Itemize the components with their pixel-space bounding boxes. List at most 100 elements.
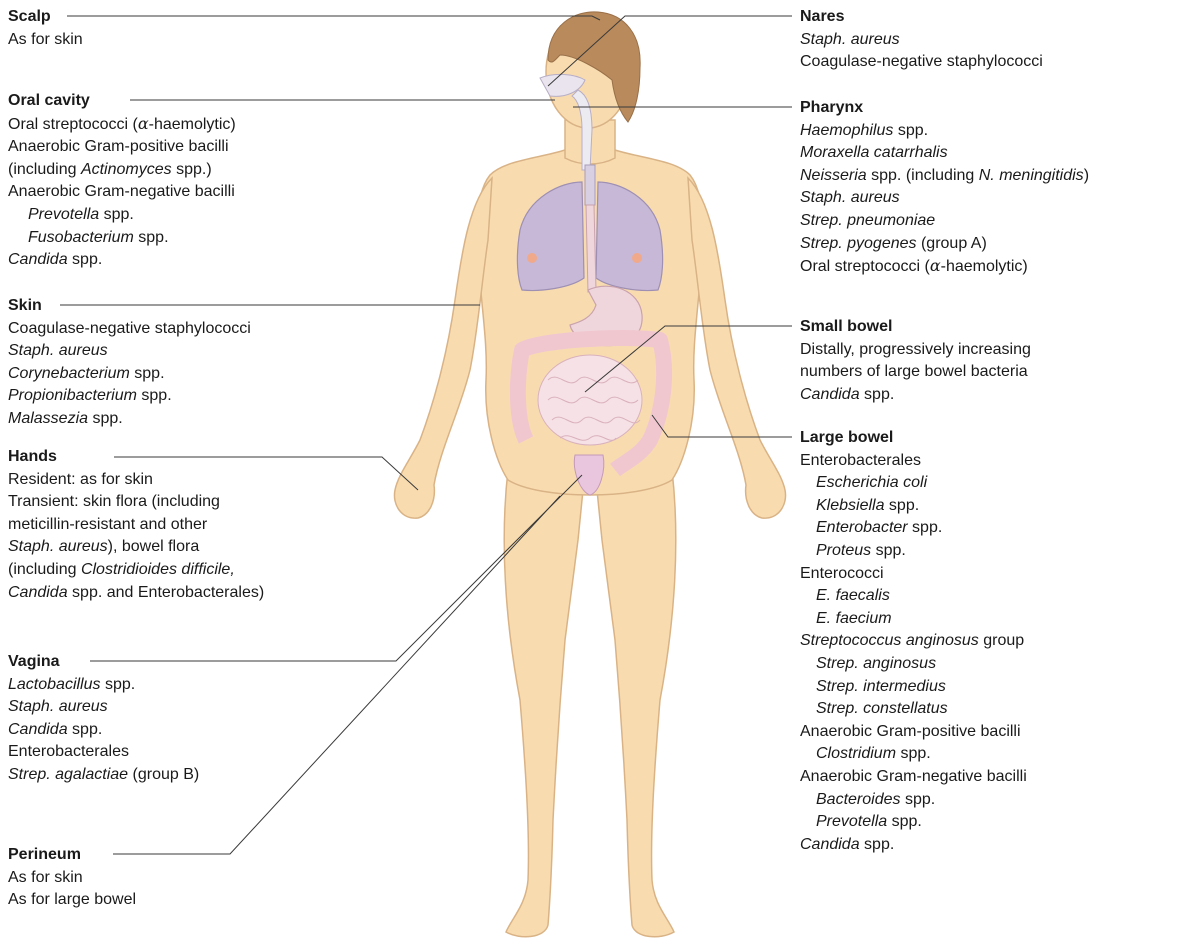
scalp-leader [67, 16, 600, 20]
text-run: Transient: skin flora (including [8, 493, 220, 510]
organism-line: Enterobacter spp. [800, 517, 1027, 540]
text-run: Neisseria [800, 167, 867, 184]
text-run: spp. [871, 542, 906, 559]
organism-line: Prevotella spp. [800, 811, 1027, 834]
label-title: Large bowel [800, 427, 1027, 450]
text-run: Coagulase-negative staphylococci [8, 320, 251, 337]
organism-line: (including Clostridioides difficile, [8, 559, 264, 582]
label-title: Pharynx [800, 97, 1089, 120]
text-run: E. faecalis [816, 587, 890, 604]
organism-line: Distally, progressively increasing [800, 339, 1031, 362]
organism-line: Prevotella spp. [8, 204, 236, 227]
organism-line: Staph. aureus [800, 187, 1089, 210]
organism-line: Resident: as for skin [8, 469, 264, 492]
label-title: Nares [800, 6, 1043, 29]
text-run: spp. [896, 745, 931, 762]
text-run: Streptococcus anginosus [800, 632, 979, 649]
text-run: ), bowel flora [108, 538, 200, 555]
organism-line: Candida spp. and Enterobacterales) [8, 582, 264, 605]
text-run: Actinomyces [81, 161, 172, 178]
text-run: As for skin [8, 869, 83, 886]
organism-line: Escherichia coli [800, 472, 1027, 495]
organism-line: Enterococci [800, 563, 1027, 586]
text-run: E. faecium [816, 610, 892, 627]
organism-line: Anaerobic Gram-negative bacilli [800, 766, 1027, 789]
organism-line: E. faecium [800, 608, 1027, 631]
text-run: (including [8, 161, 81, 178]
text-run: spp. [68, 721, 103, 738]
text-run: -haemolytic) [941, 258, 1028, 275]
text-run: spp. [88, 410, 123, 427]
text-run: Strep. pneumoniae [800, 212, 935, 229]
organism-line: Candida spp. [800, 384, 1031, 407]
text-run: Clostridioides difficile, [81, 561, 235, 578]
organism-line: Strep. anginosus [800, 653, 1027, 676]
text-run: Enterococci [800, 565, 884, 582]
text-run: spp. and Enterobacterales) [68, 584, 265, 601]
label-perineum: Perineum As for skin As for large bowel [8, 844, 136, 912]
organism-line: Strep. intermedius [800, 676, 1027, 699]
text-run: Haemophilus [800, 122, 893, 139]
text-run: group [979, 632, 1024, 649]
text-run: spp. [887, 813, 922, 830]
text-run: Candida [8, 721, 68, 738]
organism-line: Haemophilus spp. [800, 120, 1089, 143]
organism-line: meticillin-resistant and other [8, 514, 264, 537]
label-pharynx: PharynxHaemophilus spp.Moraxella catarrh… [800, 97, 1089, 279]
label-title: Small bowel [800, 316, 1031, 339]
right-leg [595, 470, 676, 937]
text-run: Resident: as for skin [8, 471, 153, 488]
text-run: numbers of large bowel bacteria [800, 363, 1028, 380]
organism-line: Staph. aureus [8, 696, 199, 719]
text-run: Strep. agalactiae [8, 766, 128, 783]
text-run: As for large bowel [8, 891, 136, 908]
trachea [585, 165, 595, 205]
organism-line: Bacteroides spp. [800, 789, 1027, 812]
text-run: Escherichia coli [816, 474, 927, 491]
text-run: Enterobacterales [800, 452, 921, 469]
right-arm [688, 178, 786, 518]
text-run: spp. [137, 387, 172, 404]
label-title: Hands [8, 446, 264, 469]
organism-line: Malassezia spp. [8, 408, 251, 431]
text-run: meticillin-resistant and other [8, 516, 207, 533]
text-run: α [930, 256, 941, 275]
label-title: Perineum [8, 844, 136, 867]
organism-line: Candida spp. [8, 249, 236, 272]
text-run: Candida [800, 386, 860, 403]
organism-line: Clostridium spp. [800, 743, 1027, 766]
label-title: Vagina [8, 651, 199, 674]
organism-line: Anaerobic Gram-positive bacilli [8, 136, 236, 159]
text-run: Prevotella [816, 813, 887, 830]
text-run: spp. [134, 229, 169, 246]
organism-line: E. faecalis [800, 585, 1027, 608]
label-title: Scalp [8, 6, 83, 29]
small-bowel [538, 355, 642, 445]
organism-line: Anaerobic Gram-positive bacilli [800, 721, 1027, 744]
left-breast-nipple [527, 253, 537, 263]
text-run: Staph. aureus [800, 31, 900, 48]
text-run: Malassezia [8, 410, 88, 427]
text-run: spp. [908, 519, 943, 536]
text-run: Distally, progressively increasing [800, 341, 1031, 358]
organism-line: Streptococcus anginosus group [800, 630, 1027, 653]
organism-line: Staph. aureus [800, 29, 1043, 52]
text-run: spp. (including [867, 167, 979, 184]
text-run: Coagulase-negative staphylococci [800, 53, 1043, 70]
text-run: Anaerobic Gram-negative bacilli [800, 768, 1027, 785]
organism-line: Oral streptococci (α-haemolytic) [800, 255, 1089, 279]
text-run: spp. [101, 676, 136, 693]
text-run: Prevotella [28, 206, 99, 223]
label-title: Skin [8, 295, 251, 318]
organism-line: Moraxella catarrhalis [800, 142, 1089, 165]
text-run: Bacteroides [816, 791, 901, 808]
text-run: Proteus [816, 542, 871, 559]
oesophagus [586, 205, 596, 292]
text-run: spp. [99, 206, 134, 223]
text-run: spp. [860, 386, 895, 403]
text-run: Corynebacterium [8, 365, 130, 382]
organism-line: As for large bowel [8, 889, 136, 912]
